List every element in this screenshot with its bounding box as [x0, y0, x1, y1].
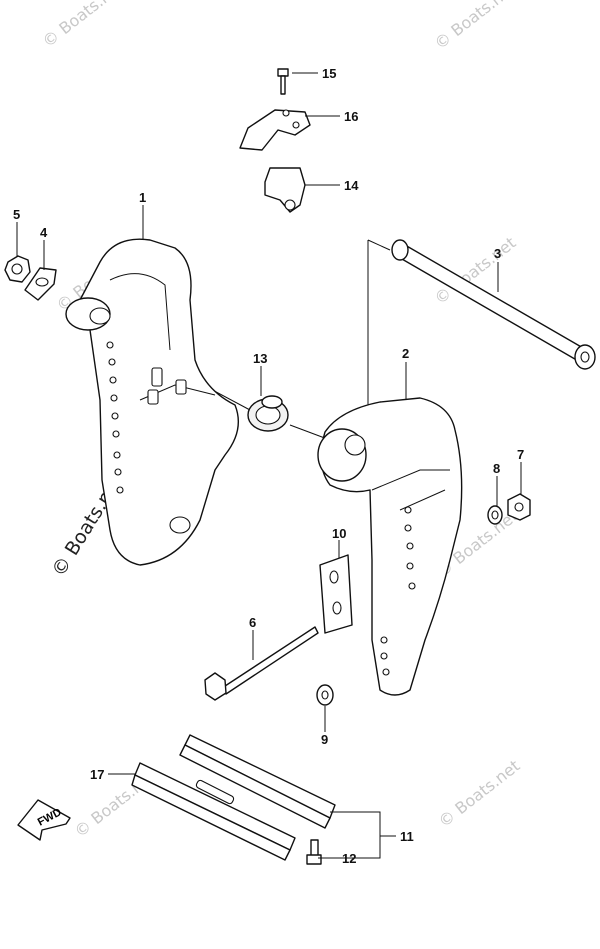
adjust-holes: [380, 506, 416, 676]
callout-5: 5: [13, 207, 20, 222]
part-2-bracket: [317, 397, 463, 696]
callout-4: 4: [40, 225, 48, 240]
part-1-bracket: [65, 238, 239, 566]
watermark: © Boats.net: [39, 0, 128, 51]
fwd-arrow-icon: FWD: [17, 799, 71, 841]
part-7-nut: [507, 493, 531, 521]
callout-12: 12: [342, 851, 356, 866]
callouts: 15 16 14 1 5 4 3 13 2 8 7 10 6 9 17 11 1: [13, 66, 524, 866]
watermark: © Boats.net: [431, 0, 520, 53]
part-9-washer: [316, 684, 334, 706]
part-5-nut: [4, 255, 31, 283]
part-8-washer: [487, 505, 503, 525]
callout-17: 17: [90, 767, 104, 782]
callout-2: 2: [402, 346, 409, 361]
adjust-holes: [106, 341, 124, 494]
part-13-bushing: [247, 395, 289, 432]
part-15-bolt: [277, 68, 289, 95]
part-4-washer: [24, 267, 57, 301]
callout-15: 15: [322, 66, 336, 81]
callout-11: 11: [400, 829, 414, 844]
callout-10: 10: [332, 526, 346, 541]
watermark: © Boats.net: [435, 756, 524, 831]
part-12-bolt: [306, 839, 322, 865]
part-6-bolt: [204, 626, 319, 701]
part-16-bracket: [239, 109, 311, 151]
callout-1: 1: [139, 190, 146, 205]
callout-9: 9: [321, 732, 328, 747]
callout-7: 7: [517, 447, 524, 462]
callout-8: 8: [493, 461, 500, 476]
part-11-pads: [131, 734, 336, 861]
part-10-plate: [319, 554, 353, 634]
callout-3: 3: [494, 246, 501, 261]
callout-6: 6: [249, 615, 256, 630]
callout-14: 14: [344, 178, 359, 193]
callout-13: 13: [253, 351, 267, 366]
part-3-tube: [391, 239, 596, 370]
callout-16: 16: [344, 109, 358, 124]
part-14-plate: [264, 167, 306, 213]
